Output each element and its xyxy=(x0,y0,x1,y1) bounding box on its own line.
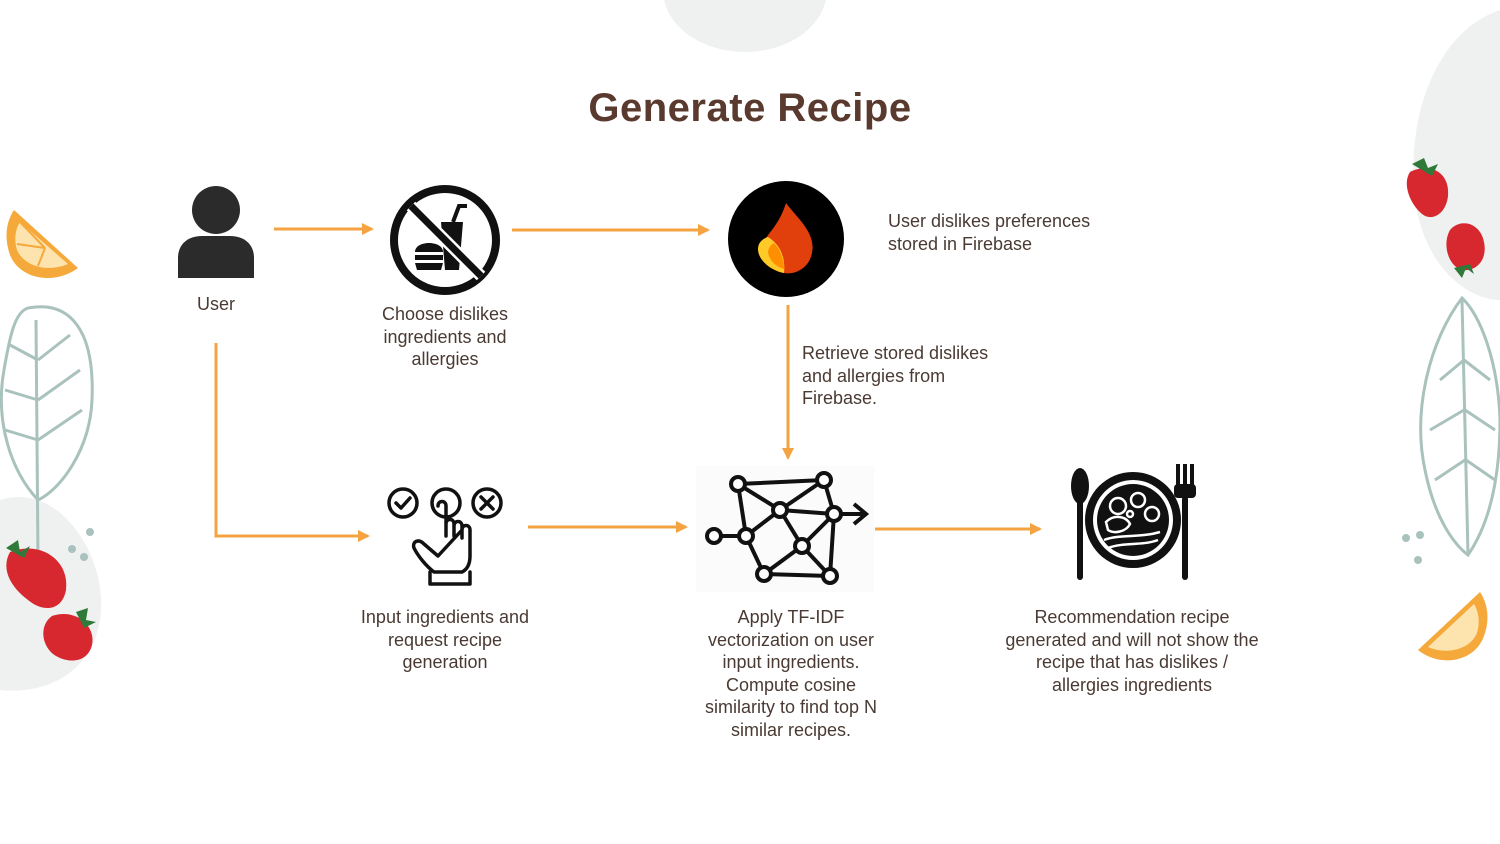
right-blob-shape xyxy=(1413,10,1500,300)
node-label-retrieve: Retrieve stored dislikes and allergies f… xyxy=(802,343,989,408)
strawberry-right-1 xyxy=(1406,158,1449,218)
node-label-recommend: Recommendation recipe generated and will… xyxy=(1005,607,1259,695)
hand-select-icon xyxy=(387,487,503,586)
orange-slice-left xyxy=(6,210,78,278)
node-label-choose: Choose dislikes ingredients and allergie… xyxy=(381,304,509,369)
strawberry-right-2 xyxy=(1446,223,1485,278)
top-blob-shape xyxy=(664,0,826,52)
node-label-user: User xyxy=(196,294,235,314)
arrow-user-to-input xyxy=(214,343,370,542)
firebase-icon xyxy=(728,181,844,297)
plate-cutlery-icon xyxy=(1071,464,1196,580)
no-junk-food-icon xyxy=(390,185,500,295)
strawberry-left-1 xyxy=(6,540,67,609)
orange-slice-right xyxy=(1418,592,1488,661)
left-leaf-decoration xyxy=(0,305,94,561)
dots-decoration xyxy=(68,528,1424,564)
user-icon xyxy=(178,186,254,278)
right-leaf-decoration xyxy=(1419,295,1500,558)
node-label-tfidf: Apply TF-IDF vectorization on user input… xyxy=(704,607,878,740)
page-title: Generate Recipe xyxy=(588,86,912,130)
strawberry-left-2 xyxy=(43,608,96,661)
node-label-firebase-store: User dislikes preferences stored in Fire… xyxy=(888,211,1091,254)
network-vector-icon xyxy=(696,466,874,592)
node-label-input: Input ingredients and request recipe gen… xyxy=(360,607,530,672)
